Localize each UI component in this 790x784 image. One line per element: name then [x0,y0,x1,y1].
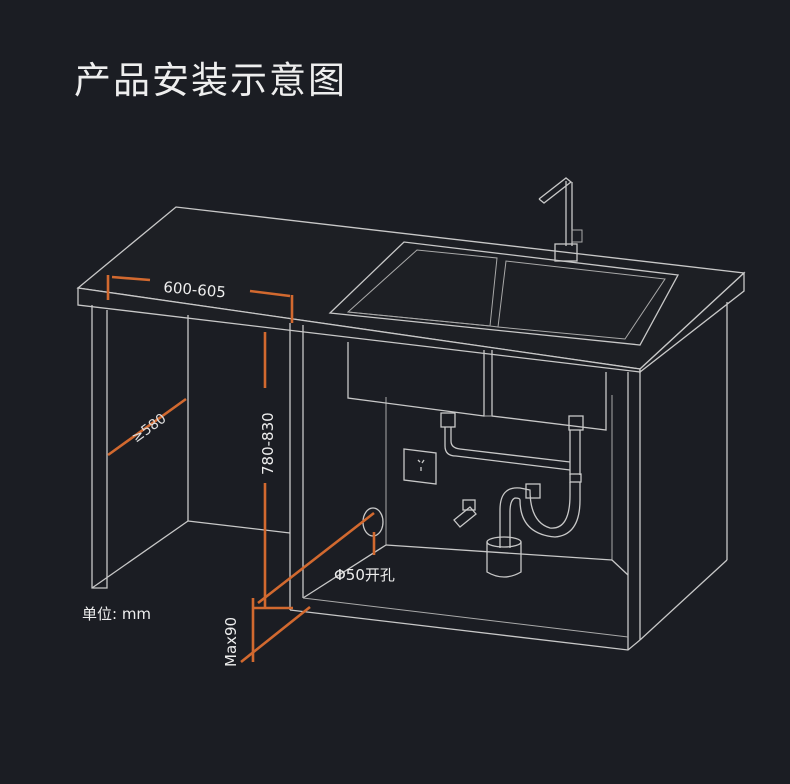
drain-pipes [440,412,584,578]
angle-valve [453,499,477,528]
sink [328,241,680,431]
max-dimension-label: Max90 [222,617,240,667]
countertop [76,206,746,374]
width-dimension-label: 600-605 [163,278,227,301]
depth-dimension-label: ≥580 [129,411,170,447]
page-title: 产品安装示意图 [74,59,347,102]
unit-label: 单位: mm [82,605,151,623]
hole-dimension-label: Φ50开孔 [334,566,395,584]
height-dimension-label: 780-830 [259,412,277,475]
power-socket [403,448,437,485]
faucet [538,177,583,262]
cabinet [91,302,728,651]
dimension-lines [106,275,376,664]
